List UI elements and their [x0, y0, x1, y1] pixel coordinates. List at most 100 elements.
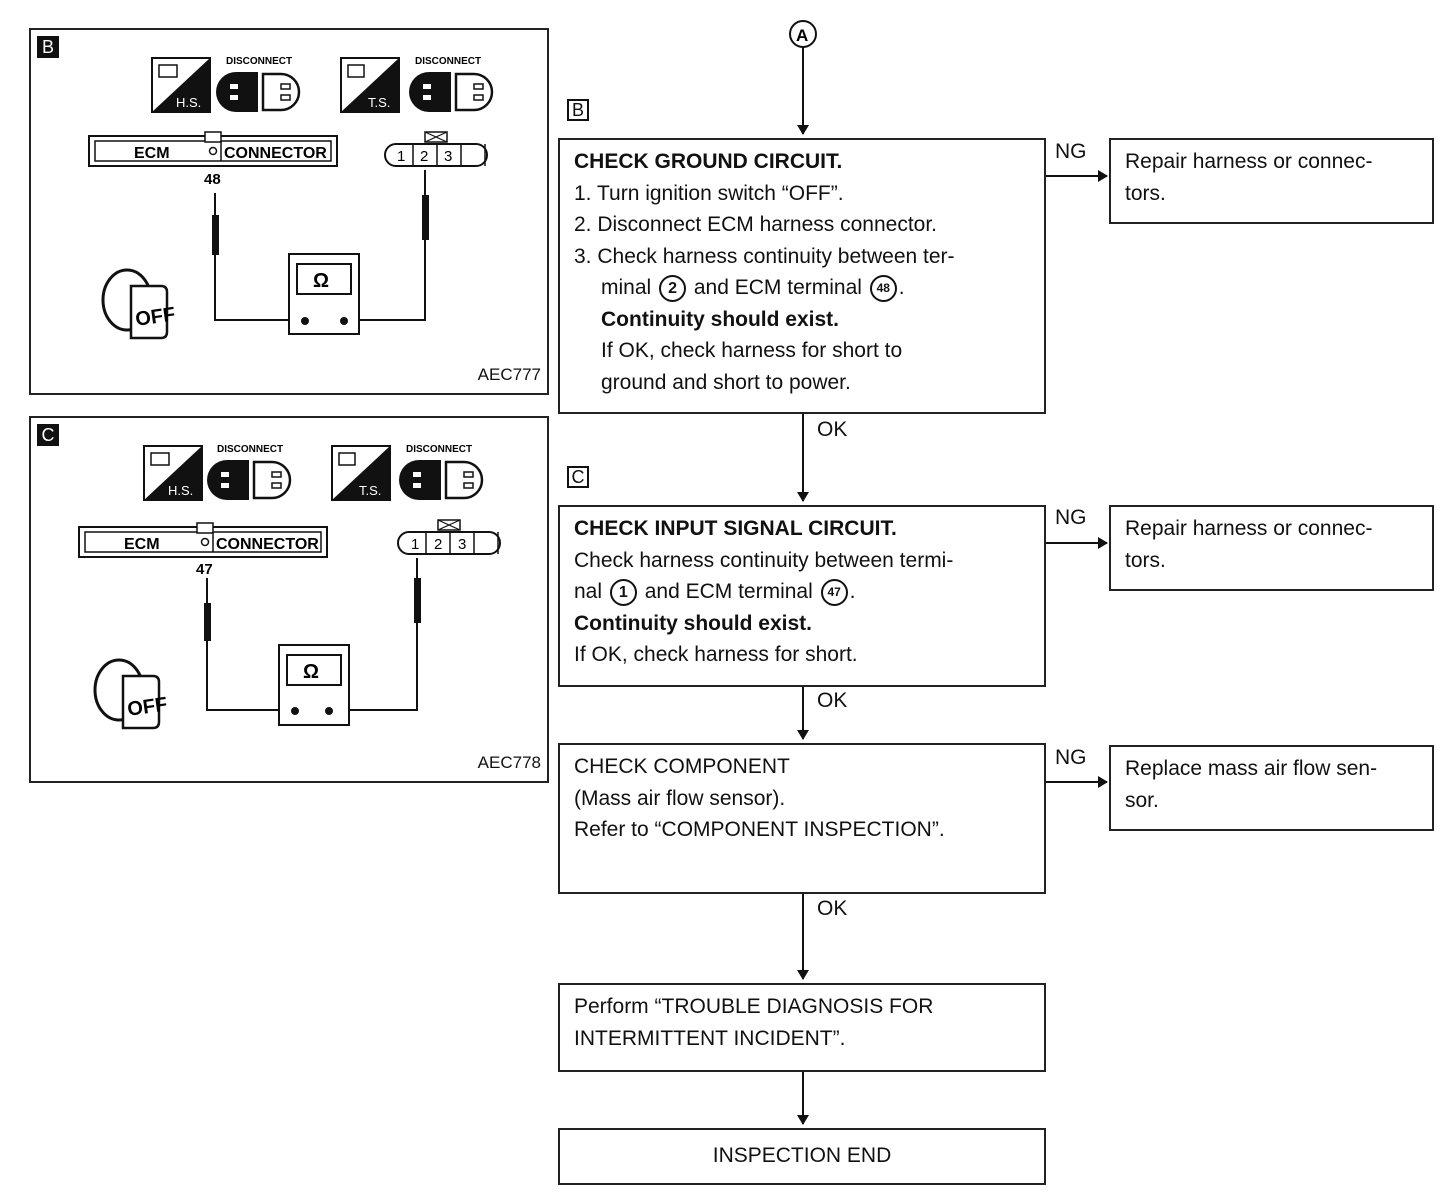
- svg-text:Ω: Ω: [313, 270, 329, 292]
- result-line: Repair harness or connec-: [1125, 517, 1373, 540]
- end-label: INSPECTION END: [712, 1144, 892, 1167]
- result-line: Repair harness or connec-: [1125, 150, 1373, 173]
- step-text: nal: [574, 580, 603, 603]
- svg-text:CONNECTOR: CONNECTOR: [224, 145, 327, 162]
- svg-text:A: A: [796, 26, 808, 45]
- sensor-connector: 1 2 3: [397, 519, 501, 555]
- test-probe: [346, 170, 429, 321]
- test-probe: [212, 193, 305, 321]
- svg-text:2: 2: [420, 148, 428, 165]
- ng-label: NG: [1055, 746, 1087, 769]
- step-text: and ECM terminal: [693, 276, 862, 299]
- test-probe: [204, 578, 295, 711]
- svg-text:H.S.: H.S.: [168, 483, 193, 498]
- svg-text:T.S.: T.S.: [368, 95, 390, 110]
- step-line: INTERMITTENT INCIDENT”.: [574, 1026, 846, 1050]
- svg-text:3: 3: [458, 536, 466, 553]
- hs-icon: H.S.: [151, 57, 211, 113]
- svg-text:Ω: Ω: [303, 661, 319, 683]
- disconnect-icon: DISCONNECT: [207, 444, 292, 500]
- svg-text:1: 1: [411, 536, 419, 553]
- svg-text:DISCONNECT: DISCONNECT: [226, 56, 292, 67]
- panel-tag: C: [37, 424, 59, 446]
- terminal-number-badge: 1: [609, 578, 637, 606]
- step-line: 2. Disconnect ECM harness connector.: [574, 213, 938, 236]
- panel-b-drawing: H.S. DISCONNECT T.S. DISCONNECT: [88, 56, 494, 340]
- check-ground-circuit-box: CHECK GROUND CIRCUIT. 1. Turn ignition s…: [558, 138, 1046, 414]
- disconnect-icon: DISCONNECT: [216, 56, 301, 112]
- ok-label: OK: [817, 418, 848, 441]
- figure-code: AEC777: [477, 365, 541, 384]
- svg-text:CONNECTOR: CONNECTOR: [216, 536, 319, 553]
- ng-label: NG: [1055, 140, 1087, 163]
- sensor-connector: 1 2 3: [384, 131, 488, 167]
- disconnect-icon: DISCONNECT: [409, 56, 494, 112]
- ts-icon: T.S.: [340, 57, 400, 113]
- check-component-box: CHECK COMPONENT (Mass air flow sensor). …: [558, 743, 1046, 894]
- check-input-signal-box: CHECK INPUT SIGNAL CIRCUIT. Check harnes…: [558, 505, 1046, 687]
- step-line: (Mass air flow sensor).: [574, 786, 786, 810]
- ng-result-box: Replace mass air flow sen- sor.: [1109, 745, 1434, 831]
- step-line: Check harness continuity between termi-: [574, 548, 954, 572]
- svg-text:DISCONNECT: DISCONNECT: [406, 444, 472, 455]
- step-text: .: [849, 580, 856, 603]
- hs-icon: H.S.: [143, 445, 203, 501]
- step-line: nal 1 and ECM terminal 47.: [574, 576, 1030, 608]
- ohmmeter: Ω: [288, 253, 360, 335]
- step-title: CHECK COMPONENT: [574, 755, 790, 778]
- step-title: CHECK GROUND CIRCUIT.: [574, 150, 843, 173]
- ignition-off-icon: OFF: [93, 658, 169, 730]
- step-line: If OK, check harness for short.: [574, 643, 858, 666]
- step-line: Refer to “COMPONENT INSPECTION”.: [574, 818, 945, 841]
- result-line: tors.: [1125, 181, 1166, 205]
- ecm-terminal-number: 48: [204, 171, 221, 188]
- ohmmeter: Ω: [278, 644, 350, 726]
- perform-diagnosis-box: Perform “TROUBLE DIAGNOSIS FOR INTERMITT…: [558, 983, 1046, 1072]
- step-tag-c: C: [567, 466, 589, 488]
- result-line: sor.: [1125, 788, 1159, 812]
- svg-text:2: 2: [434, 536, 442, 553]
- ng-result-box: Repair harness or connec- tors.: [1109, 138, 1434, 224]
- step-text: and ECM terminal: [644, 580, 813, 603]
- ecm-terminal-number: 47: [196, 561, 213, 578]
- ts-icon: T.S.: [331, 445, 391, 501]
- step-line: Continuity should exist.: [574, 611, 813, 635]
- test-probe: [329, 558, 421, 711]
- diagram-panel-c: H.S. DISCONNECT T.S. DISCONNECT: [29, 416, 549, 783]
- svg-text:T.S.: T.S.: [359, 483, 381, 498]
- panel-c-drawing: H.S. DISCONNECT T.S. DISCONNECT: [78, 444, 501, 730]
- ok-label: OK: [817, 689, 848, 712]
- terminal-number-badge: 48: [869, 274, 897, 302]
- step-line: 3. Check harness continuity between ter-: [574, 244, 955, 268]
- result-line: Replace mass air flow sen-: [1125, 757, 1378, 780]
- svg-text:1: 1: [397, 148, 405, 165]
- step-text: .: [898, 276, 905, 299]
- ecm-connector: ECM CONNECTOR: [78, 522, 328, 558]
- svg-text:DISCONNECT: DISCONNECT: [415, 56, 481, 67]
- inspection-end-box: INSPECTION END: [558, 1128, 1046, 1185]
- ng-label: NG: [1055, 506, 1087, 529]
- step-text: minal: [601, 276, 652, 299]
- svg-text:ECM: ECM: [124, 536, 160, 553]
- step-line: 1. Turn ignition switch “OFF”.: [574, 181, 844, 205]
- figure-code: AEC778: [477, 753, 541, 772]
- step-line: ground and short to power.: [601, 370, 851, 394]
- diagram-panel-b: H.S. DISCONNECT T.S. DISCONNECT: [29, 28, 549, 395]
- step-title: CHECK INPUT SIGNAL CIRCUIT.: [574, 517, 897, 540]
- ok-label: OK: [817, 897, 848, 920]
- terminal-number-badge: 2: [659, 274, 687, 302]
- disconnect-icon: DISCONNECT: [399, 444, 484, 500]
- panel-tag: B: [37, 36, 59, 58]
- svg-text:DISCONNECT: DISCONNECT: [217, 444, 283, 455]
- step-line: Perform “TROUBLE DIAGNOSIS FOR: [574, 995, 934, 1018]
- svg-text:H.S.: H.S.: [176, 95, 201, 110]
- svg-text:3: 3: [444, 148, 452, 165]
- step-line: Continuity should exist.: [601, 307, 840, 331]
- result-line: tors.: [1125, 548, 1166, 572]
- svg-text:ECM: ECM: [134, 145, 170, 162]
- step-line: If OK, check harness for short to: [601, 339, 903, 362]
- step-line: minal 2 and ECM terminal 48.: [574, 272, 1030, 304]
- start-marker: A: [789, 20, 817, 48]
- ecm-connector: ECM CONNECTOR: [88, 131, 338, 167]
